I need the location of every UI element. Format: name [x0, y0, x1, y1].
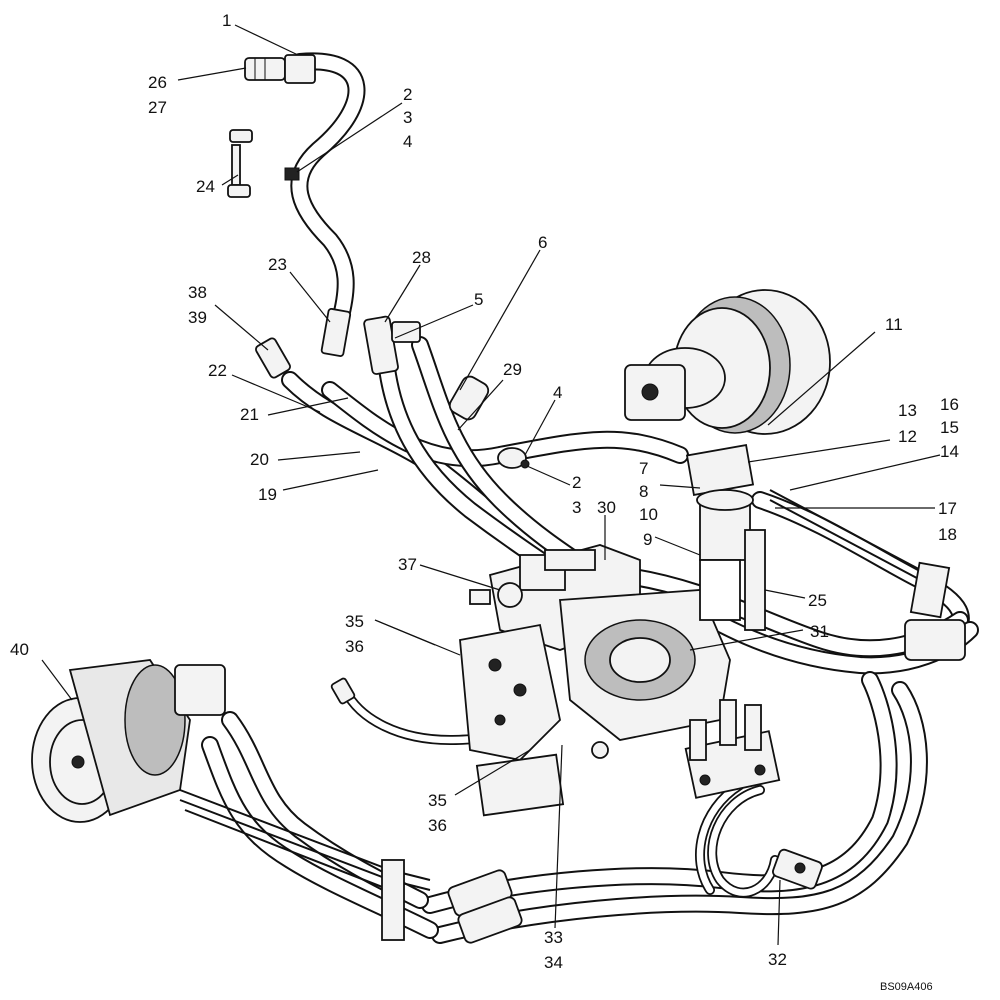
callout-27: 27 — [148, 98, 167, 117]
callout-15: 15 — [940, 418, 959, 437]
callout-3: 3 — [403, 108, 412, 127]
callout-35: 35 — [345, 612, 364, 631]
callout-20: 20 — [250, 450, 269, 469]
callout-32: 32 — [768, 950, 787, 969]
callout-35b: 35 — [428, 791, 447, 810]
leader-lines — [41, 24, 941, 946]
callout-14: 14 — [940, 442, 959, 461]
callout-39: 39 — [188, 308, 207, 327]
callout-7: 7 — [639, 459, 648, 478]
callout-30: 30 — [597, 498, 616, 517]
callout-16: 16 — [940, 395, 959, 414]
callout-11: 11 — [885, 315, 903, 334]
callout-22: 22 — [208, 361, 227, 380]
callout-13: 13 — [898, 401, 917, 420]
callout-26: 26 — [148, 73, 167, 92]
callout-4b: 4 — [553, 383, 562, 402]
hose-assembly — [201, 52, 979, 944]
callout-24: 24 — [196, 177, 215, 196]
left-drive-motor — [31, 659, 226, 823]
control-valve-block — [459, 623, 561, 761]
callout-5: 5 — [474, 290, 483, 309]
callout-23: 23 — [268, 255, 287, 274]
callout-37: 37 — [398, 555, 417, 574]
callout-17: 17 — [938, 499, 957, 518]
callout-2b: 2 — [572, 473, 581, 492]
callout-34: 34 — [544, 953, 563, 972]
callout-2: 2 — [403, 85, 412, 104]
callout-labels: 1 26 27 2 3 4 24 6 23 28 5 38 39 22 29 1… — [10, 11, 959, 993]
callout-38: 38 — [188, 283, 207, 302]
callout-10: 10 — [639, 505, 658, 524]
callout-18: 18 — [938, 525, 957, 544]
callout-28: 28 — [412, 248, 431, 267]
callout-1: 1 — [222, 11, 231, 30]
callout-6: 6 — [538, 233, 547, 252]
callout-12: 12 — [898, 427, 917, 446]
callout-29: 29 — [503, 360, 522, 379]
callout-4: 4 — [403, 132, 412, 151]
fittings — [227, 54, 966, 944]
callout-33: 33 — [544, 928, 563, 947]
drawing-code: BS09A406 — [880, 981, 933, 993]
callout-19: 19 — [258, 485, 277, 504]
callout-25: 25 — [808, 591, 827, 610]
callout-8: 8 — [639, 482, 648, 501]
callout-36b: 36 — [428, 816, 447, 835]
right-drive-motor — [624, 289, 831, 631]
callout-3b: 3 — [572, 498, 581, 517]
callout-40: 40 — [10, 640, 29, 659]
callout-9: 9 — [643, 530, 652, 549]
callout-21: 21 — [240, 405, 259, 424]
callout-31: 31 — [810, 622, 829, 641]
callout-36: 36 — [345, 637, 364, 656]
